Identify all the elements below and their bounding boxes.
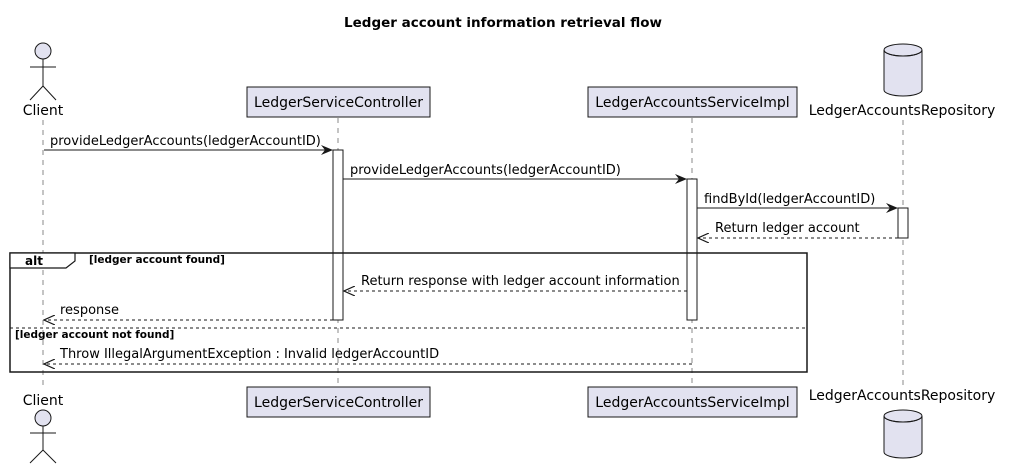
- participant-box-ledger-service-controller-bottom: [246, 386, 431, 418]
- database-repository-icon: [883, 43, 923, 97]
- messages: provideLedgerAccounts(ledgerAccountID) p…: [44, 134, 898, 364]
- participants-bottom: Client LedgerServiceController LedgerAcc…: [23, 386, 996, 464]
- diagram-title: Ledger account information retrieval flo…: [344, 15, 662, 31]
- activation-bar-service-impl: [686, 178, 698, 321]
- activation-bars: [332, 149, 909, 321]
- message-label-5: Return response with ledger account info…: [361, 274, 680, 289]
- alt-guard-not-found: [ledger account not found]: [15, 329, 174, 341]
- participant-label-ledger-accounts-service-impl: LedgerAccountsServiceImpl: [595, 95, 789, 111]
- alt-fragment: alt [ledger account found] [ledger accou…: [9, 252, 808, 373]
- actor-client-icon: [29, 42, 57, 101]
- participant-box-ledger-accounts-service-impl-bottom: [587, 386, 798, 418]
- alt-fragment-tab: [9, 252, 76, 269]
- participant-label-ledger-accounts-repository: LedgerAccountsRepository: [809, 103, 996, 119]
- alt-guard-found: [ledger account found]: [89, 254, 225, 266]
- participant-label-ledger-service-controller-bottom: LedgerServiceController: [254, 395, 423, 411]
- actor-client-bottom-icon: [29, 409, 57, 464]
- message-label-7: Throw IllegalArgumentException : Invalid…: [59, 347, 439, 362]
- participant-label-ledger-accounts-repository-bottom: LedgerAccountsRepository: [809, 388, 996, 404]
- participant-label-ledger-service-controller: LedgerServiceController: [254, 95, 423, 111]
- participant-label-client-bottom: Client: [23, 393, 64, 409]
- participant-box-ledger-accounts-service-impl: [587, 86, 798, 118]
- message-label-1: provideLedgerAccounts(ledgerAccountID): [50, 134, 321, 149]
- participant-box-ledger-service-controller: [246, 86, 431, 118]
- message-label-3: findById(ledgerAccountID): [704, 192, 875, 207]
- alt-fragment-frame: [9, 252, 808, 373]
- message-label-6: response: [60, 303, 119, 318]
- lifelines: [42, 118, 904, 386]
- alt-operator-label: alt: [25, 254, 43, 268]
- participant-label-client: Client: [23, 103, 64, 119]
- activation-bar-controller: [332, 149, 344, 321]
- participant-label-ledger-accounts-service-impl-bottom: LedgerAccountsServiceImpl: [595, 395, 789, 411]
- message-label-2: provideLedgerAccounts(ledgerAccountID): [350, 163, 621, 178]
- message-label-4: Return ledger account: [715, 221, 860, 236]
- participants-top: Client LedgerServiceController LedgerAcc…: [23, 42, 996, 119]
- database-repository-bottom-icon: [883, 409, 923, 459]
- activation-bar-repository: [897, 207, 909, 239]
